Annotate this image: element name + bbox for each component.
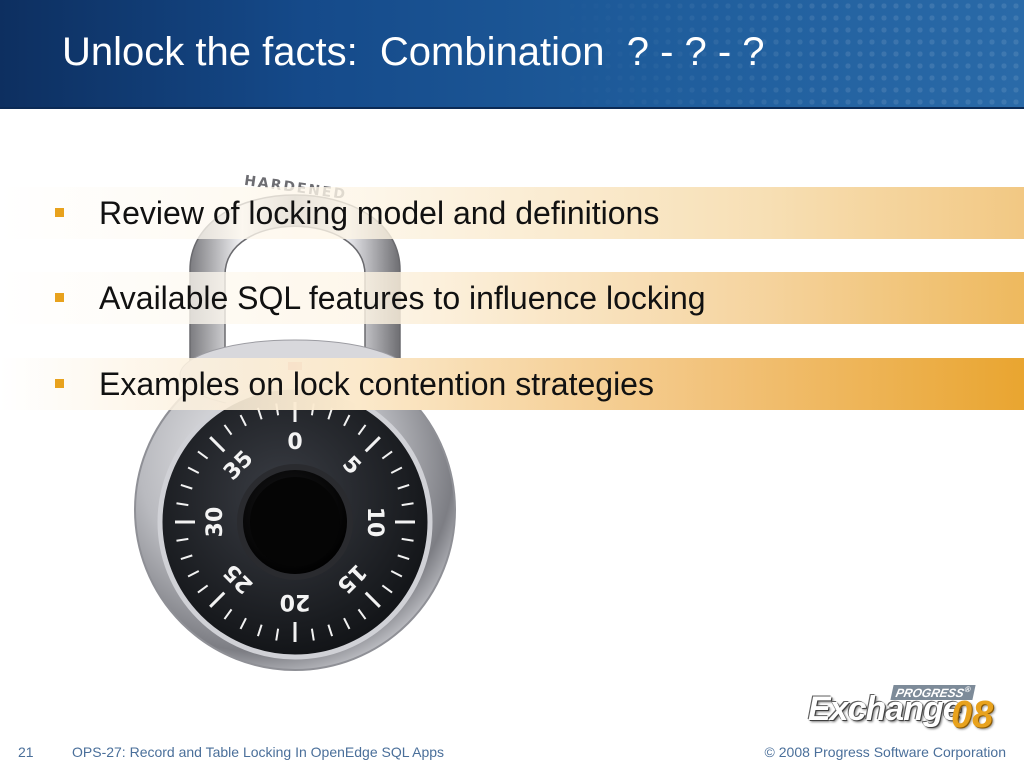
bullet-square-icon: [55, 293, 64, 302]
title-bar: Unlock the facts: Combination ? - ? - ?: [0, 0, 1024, 109]
dial-tick: [239, 617, 247, 630]
dial-tick: [275, 628, 280, 641]
dial-tick: [209, 436, 226, 453]
dial-tick: [256, 624, 263, 637]
footer-talk-title: OPS-27: Record and Table Locking In Open…: [72, 744, 445, 760]
dial-tick: [310, 628, 315, 641]
dial-tick: [209, 591, 226, 608]
dial-tick: [401, 537, 414, 542]
dial-tick: [390, 570, 403, 578]
dial-number: 30: [203, 507, 228, 538]
dial-tick: [343, 617, 351, 630]
bullet-text: Review of locking model and definitions: [99, 195, 660, 231]
dial-tick: [187, 466, 200, 474]
slide-title: Unlock the facts: Combination ? - ? - ?: [62, 30, 765, 74]
header-dot-pattern: [554, 0, 1024, 107]
dial-tick: [397, 554, 410, 561]
bullet-text: Available SQL features to influence lock…: [99, 280, 706, 316]
dial-tick: [390, 466, 403, 474]
dial-tick: [357, 424, 367, 436]
dial-tick: [401, 502, 414, 507]
dial-tick: [176, 502, 189, 507]
dial-tick: [187, 570, 200, 578]
page-number: 21: [18, 744, 34, 760]
bullet-row-1: Review of locking model and definitions: [0, 187, 1024, 239]
bullet-square-icon: [55, 379, 64, 388]
bullet-square-icon: [55, 208, 64, 217]
dial-tick: [364, 591, 381, 608]
dial-tick: [327, 624, 334, 637]
dial-tick: [223, 608, 233, 620]
dial-tick: [180, 483, 193, 490]
dial-tick: [223, 424, 233, 436]
bullet-row-3: Examples on lock contention strategies: [0, 358, 1024, 410]
dial-tick: [381, 450, 393, 460]
footer-copyright: © 2008 Progress Software Corporation: [764, 744, 1006, 760]
dial-number: 0: [287, 430, 302, 455]
dial-ticks: [175, 402, 415, 642]
logo-progress-badge: PROGRESS®: [890, 685, 976, 700]
dial-tick: [364, 436, 381, 453]
dial-tick: [239, 414, 247, 427]
dial-tick: [176, 537, 189, 542]
dial-tick: [343, 414, 351, 427]
dial-number: 20: [280, 589, 311, 614]
dial-tick: [180, 554, 193, 561]
bullet-row-2: Available SQL features to influence lock…: [0, 272, 1024, 324]
dial-tick: [381, 584, 393, 594]
dial-tick: [197, 584, 209, 594]
progress-exchange-logo: Exchange 08 PROGRESS®: [806, 684, 1012, 746]
logo-year: 08: [951, 694, 994, 736]
dial-tick: [357, 608, 367, 620]
dial-tick: [397, 483, 410, 490]
bullet-text: Examples on lock contention strategies: [99, 366, 654, 402]
dial-number: 10: [362, 507, 387, 538]
dial-tick: [197, 450, 209, 460]
